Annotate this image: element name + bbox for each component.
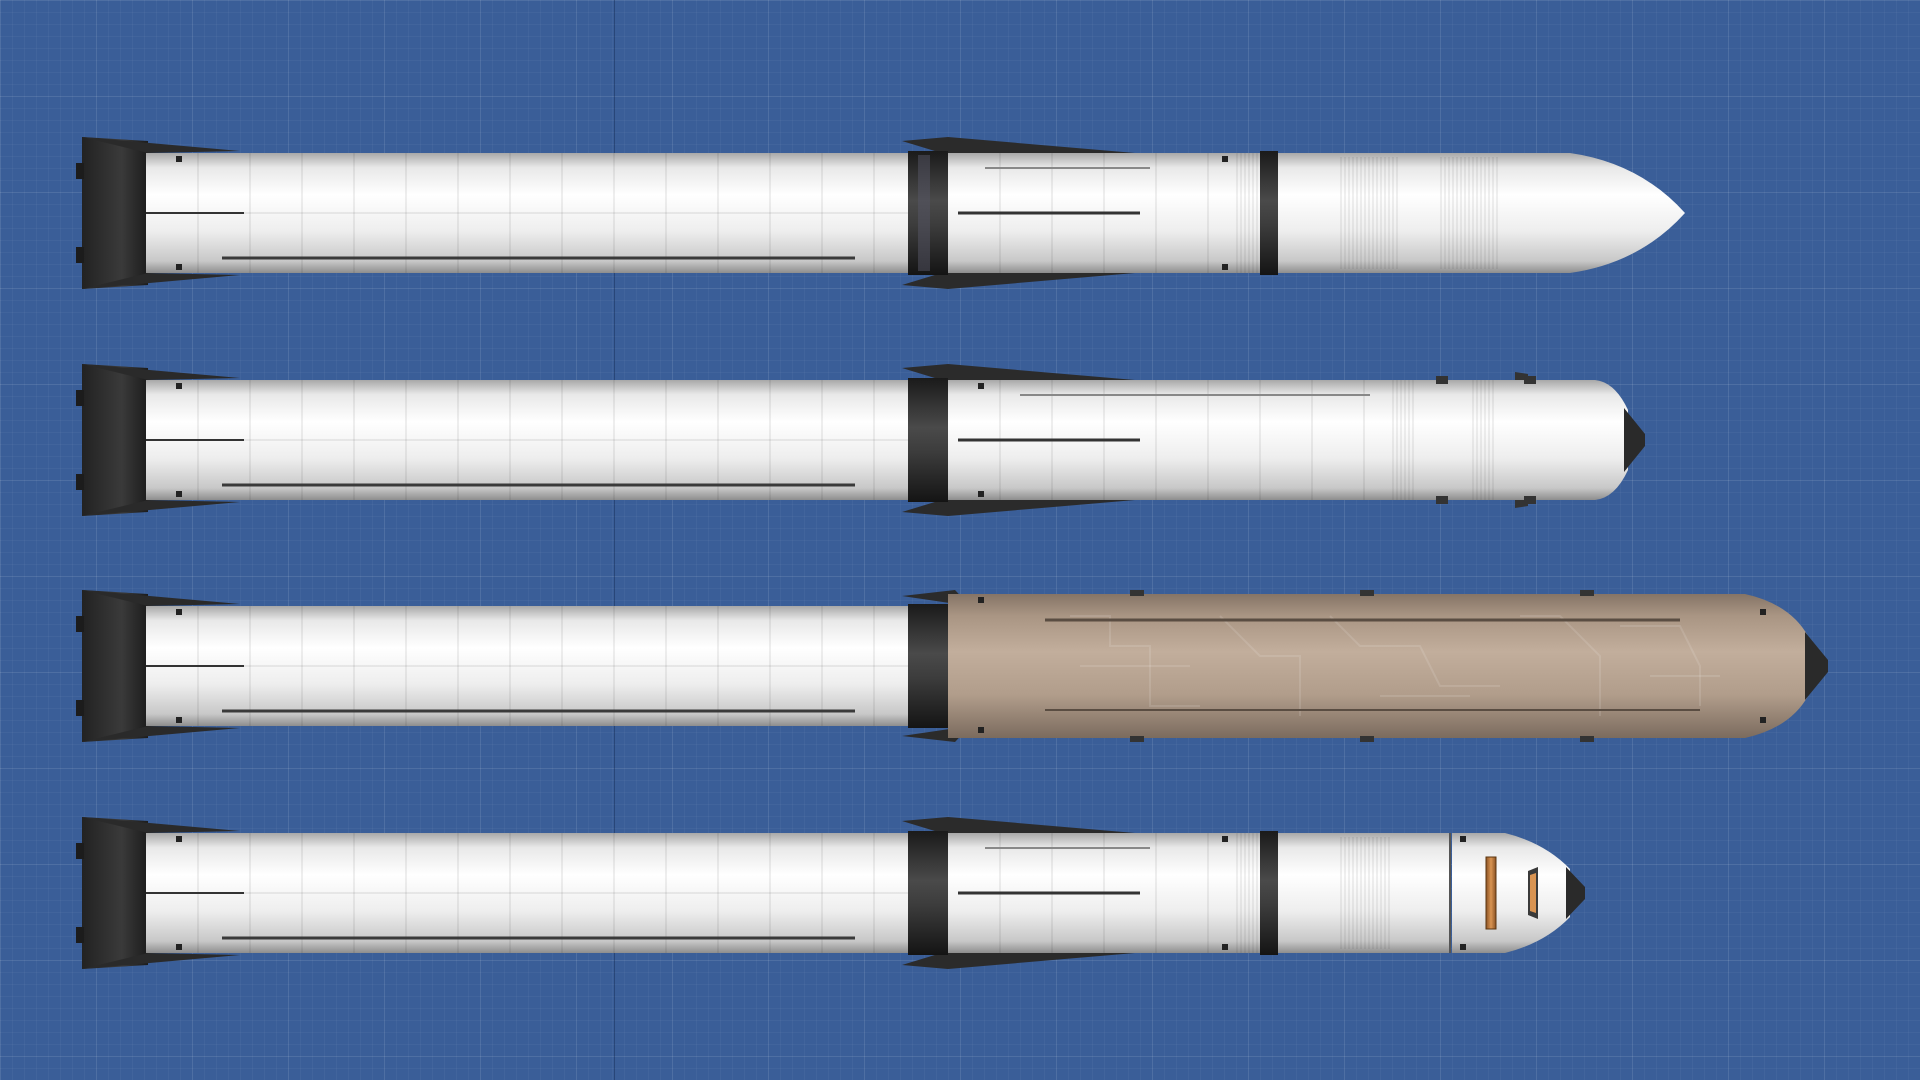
rocket-3-first-stage [146,606,910,726]
rocket-2-first-stage [146,380,910,500]
rocket-2-capsule [1515,372,1645,508]
rocket-2-interstage [902,364,1135,516]
rocket-2-engine [76,364,240,516]
rocket-2[interactable] [76,364,1645,516]
rocket-1-decoupler [1260,151,1278,275]
rocket-4-service-module [1278,833,1451,953]
rocket-1-fairing [1278,153,1685,273]
center-axis-line [614,0,615,1080]
rocket-1[interactable] [76,137,1685,289]
rocket-1-engine [76,137,240,289]
rocket-3[interactable] [76,590,1828,742]
rocket-1-panel-lines [146,153,910,273]
rocket-1-first-stage [146,153,910,273]
capsule-window [1485,856,1497,930]
rocket-4-decoupler [1260,831,1278,955]
rocket-3-engine [76,590,240,742]
rocket-4-engine [76,817,240,969]
rocket-3-tan-module [948,590,1828,742]
rocket-1-interstage [902,137,1135,289]
rocket-4-crew-capsule [1452,833,1585,953]
rocket-4-interstage [902,817,1135,969]
rocket-4[interactable] [76,817,1585,969]
rocket-4-first-stage [146,833,910,953]
